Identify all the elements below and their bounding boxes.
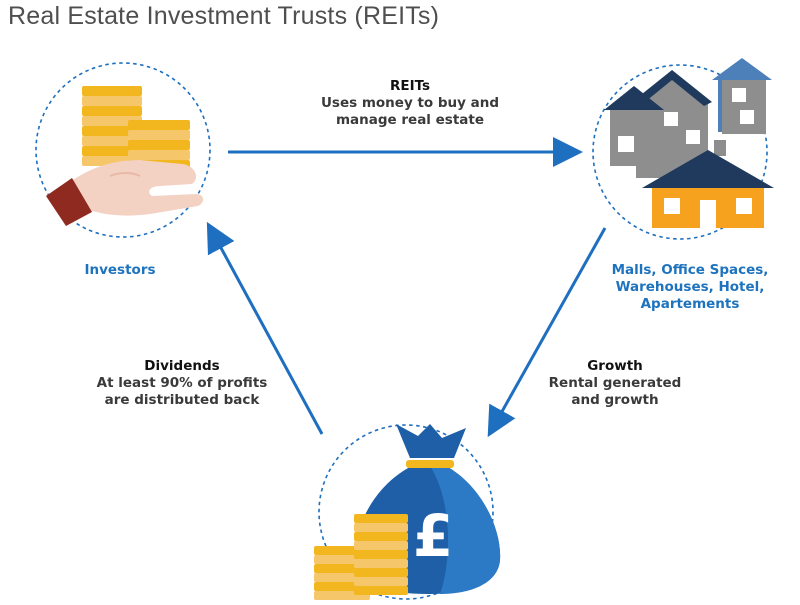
- dividends-line2: are distributed back: [104, 392, 260, 408]
- properties-line3: Apartements: [640, 296, 740, 312]
- growth-label: Growth Rental generated and growth: [535, 358, 695, 409]
- investors-circle: [35, 62, 211, 238]
- hand-coins-icon: [46, 86, 204, 226]
- growth-line2: and growth: [571, 392, 659, 408]
- properties-line1: Malls, Office Spaces,: [611, 262, 769, 278]
- investors-label: Investors: [84, 262, 156, 278]
- properties-line2: Warehouses, Hotel,: [615, 279, 765, 295]
- arrow-moneybag-to-investors: [206, 221, 324, 435]
- reits-line1: Uses money to buy and: [320, 95, 500, 111]
- money-bag-icon: £: [314, 424, 501, 600]
- reits-heading: REITs: [389, 78, 431, 94]
- pound-symbol: £: [413, 502, 453, 570]
- growth-line1: Rental generated: [548, 375, 682, 391]
- moneybag-circle: [318, 424, 494, 600]
- growth-heading: Growth: [587, 358, 643, 374]
- dividends-line1: At least 90% of profits: [96, 375, 268, 391]
- dividends-label: Dividends At least 90% of profits are di…: [82, 358, 282, 409]
- arrow-properties-to-moneybag: [487, 227, 607, 438]
- reits-label: REITs Uses money to buy and manage real …: [300, 78, 520, 129]
- page-title: Real Estate Investment Trusts (REITs): [8, 2, 440, 30]
- dividends-heading: Dividends: [144, 358, 220, 374]
- houses-icon: [604, 58, 774, 228]
- properties-circle: [592, 64, 768, 240]
- reits-line2: manage real estate: [335, 112, 485, 128]
- properties-label: Malls, Office Spaces, Warehouses, Hotel,…: [590, 262, 790, 313]
